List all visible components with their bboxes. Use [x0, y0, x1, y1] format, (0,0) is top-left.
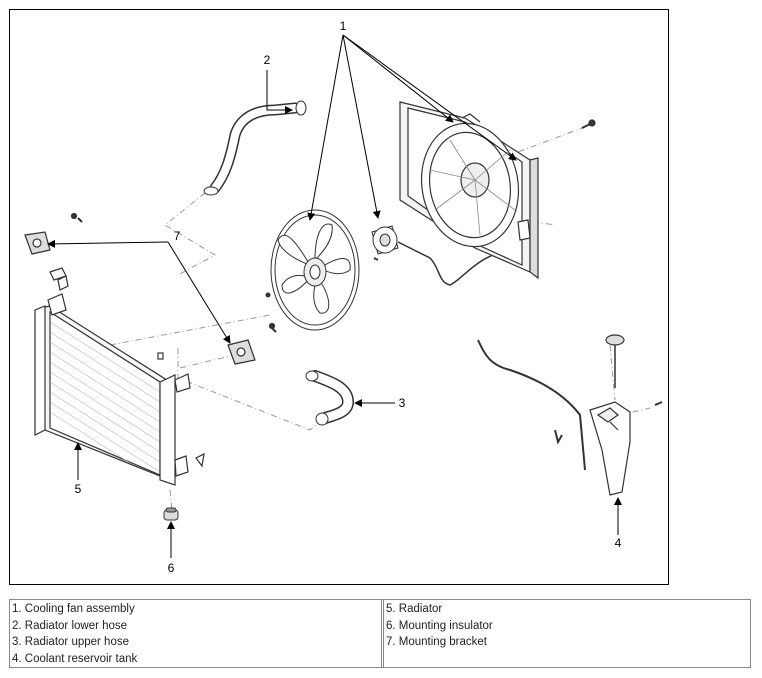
legend-item-mounting-insulator: 6. Mounting insulator [386, 619, 493, 632]
legend-item-radiator-lower-hose: 2. Radiator lower hose [12, 619, 128, 632]
cooling-system-drawing: 1 2 3 4 5 6 7 [24, 19, 663, 575]
legend-column-left: 1. Cooling fan assembly 2. Radiator lowe… [10, 600, 382, 667]
legend-item-cooling-fan-assembly: 1. Cooling fan assembly [12, 603, 135, 615]
callout-leaders [47, 34, 622, 558]
fan-motor-part [265, 225, 521, 298]
callout-5: 5 [75, 482, 82, 496]
reservoir-tank-part [477, 334, 663, 496]
legend-item-mounting-bracket: 7. Mounting bracket [386, 636, 488, 648]
callout-2: 2 [264, 53, 271, 67]
mounting-bracket-part [24, 212, 277, 365]
legend-item-radiator-upper-hose: 3. Radiator upper hose [12, 636, 129, 648]
callout-3: 3 [399, 396, 406, 410]
lower-hose-part [203, 100, 307, 196]
legend-column-right: 5. Radiator 6. Mounting insulator 7. Mou… [383, 600, 750, 667]
legend-item-radiator: 5. Radiator [386, 603, 443, 615]
legend-item-coolant-reservoir-tank: 4. Coolant reservoir tank [12, 652, 138, 665]
fan-blade-part [270, 209, 360, 331]
radiator-part [34, 275, 205, 486]
fan-shroud-part [399, 101, 596, 280]
parts-legend-table: 1. Cooling fan assembly 2. Radiator lowe… [9, 599, 751, 668]
exploded-view-figure: 1 2 3 4 5 6 7 [9, 9, 669, 585]
guide-lines [109, 124, 651, 511]
callout-6: 6 [168, 561, 175, 575]
callout-1: 1 [340, 19, 347, 33]
mounting-insulator-part [163, 507, 179, 521]
upper-hose-part [305, 370, 355, 426]
callout-4: 4 [615, 536, 622, 550]
callout-7: 7 [174, 229, 181, 243]
